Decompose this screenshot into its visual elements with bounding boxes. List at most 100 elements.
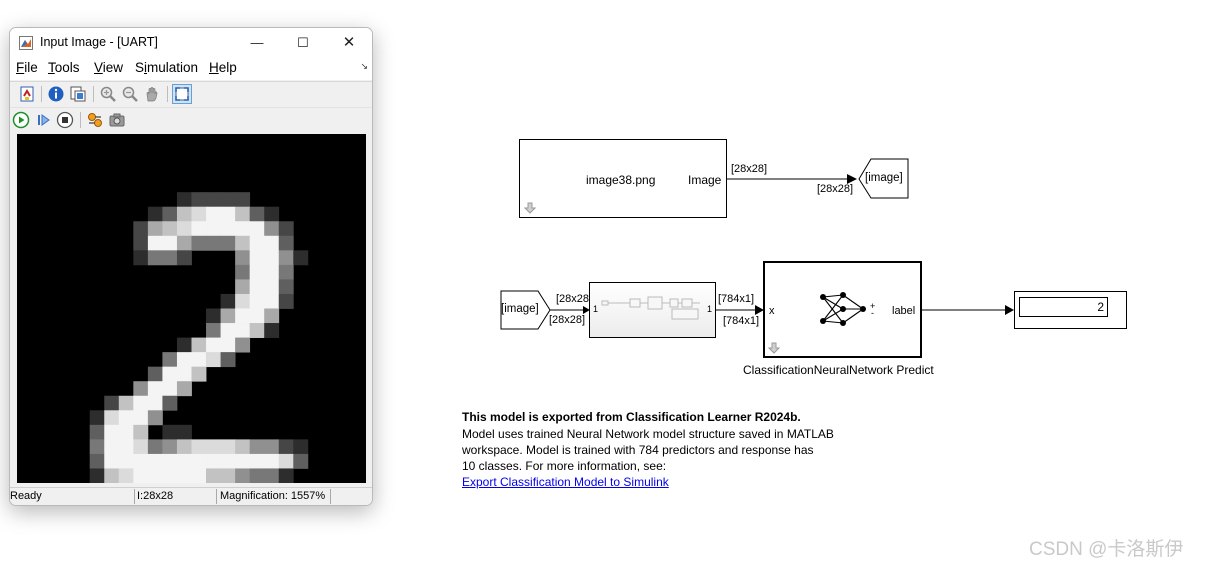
from-tag-label[interactable]: [image] bbox=[501, 303, 539, 315]
digit-pixel bbox=[176, 439, 192, 455]
digit-pixel bbox=[264, 453, 280, 469]
status-magnification: Magnification: 1557% bbox=[220, 490, 326, 502]
classifier-predict-block[interactable]: x label + - bbox=[763, 261, 922, 358]
digit-pixel bbox=[147, 235, 163, 251]
digit-pixel bbox=[147, 206, 163, 222]
digit-pixel bbox=[206, 352, 221, 368]
digit-pixel bbox=[162, 468, 178, 483]
digit-pixel bbox=[162, 221, 178, 237]
digit-pixel bbox=[191, 352, 207, 368]
digit-pixel bbox=[118, 424, 134, 440]
digit-pixel bbox=[278, 235, 294, 251]
signal-selector-icon[interactable] bbox=[86, 111, 104, 129]
digit-pixel bbox=[206, 439, 221, 455]
digit-pixel bbox=[162, 453, 178, 469]
digit-pixel bbox=[278, 468, 294, 483]
parent-model-icon[interactable] bbox=[18, 85, 36, 103]
title-bar[interactable]: Input Image - [UART] — ☐ ✕ bbox=[10, 28, 372, 57]
stop-icon[interactable] bbox=[56, 111, 74, 129]
menu-tools[interactable]: Tools bbox=[48, 60, 80, 75]
maximize-button[interactable]: ☐ bbox=[297, 35, 309, 50]
menu-help[interactable]: Help bbox=[209, 60, 237, 75]
menu-simulation[interactable]: Simulation bbox=[135, 60, 199, 75]
digit-pixel bbox=[176, 235, 192, 251]
menu-view[interactable]: View bbox=[94, 60, 124, 75]
digit-pixel bbox=[235, 337, 251, 353]
digit-pixel bbox=[147, 250, 163, 266]
digit-pixel bbox=[191, 206, 207, 222]
info-icon[interactable] bbox=[47, 85, 65, 103]
digit-pixel bbox=[176, 352, 192, 368]
digit-pixel bbox=[147, 410, 163, 426]
status-separator bbox=[216, 489, 217, 504]
digit-pixel bbox=[249, 279, 265, 295]
zoom-in-icon[interactable] bbox=[99, 85, 117, 103]
digit-pixel bbox=[133, 235, 149, 251]
digit-pixel bbox=[220, 337, 236, 353]
toolbar-separator bbox=[80, 112, 81, 128]
minimize-button[interactable]: — bbox=[250, 35, 264, 50]
digit-pixel bbox=[162, 250, 178, 266]
digit-pixel bbox=[264, 323, 280, 338]
digit-pixel bbox=[162, 381, 178, 397]
digit-pixel bbox=[133, 221, 149, 237]
digit-pixel bbox=[235, 279, 251, 295]
digit-pixel bbox=[147, 395, 163, 411]
signal-dims-reshape-bottom: [784x1] bbox=[723, 315, 760, 327]
digit-pixel bbox=[162, 206, 178, 222]
digit-pixel bbox=[162, 439, 178, 455]
window-title: Input Image - [UART] bbox=[40, 35, 158, 49]
digit-pixel bbox=[191, 192, 207, 208]
digit-pixel bbox=[162, 395, 178, 411]
digit-pixel bbox=[147, 366, 163, 382]
reshape-subsystem-block[interactable]: 1 1 bbox=[589, 282, 716, 338]
classifier-block-name: ClassificationNeuralNetwork Predict bbox=[743, 363, 934, 377]
digit-pixel bbox=[220, 221, 236, 237]
status-separator bbox=[134, 489, 135, 504]
digit-pixel bbox=[235, 264, 251, 280]
display-block[interactable]: 2 bbox=[1014, 291, 1127, 329]
menu-file[interactable]: File bbox=[16, 60, 38, 75]
digit-pixel bbox=[118, 395, 134, 411]
goto-tag-label[interactable]: [image] bbox=[865, 172, 903, 184]
run-icon[interactable] bbox=[12, 111, 30, 129]
digit-pixel bbox=[162, 235, 178, 251]
digit-pixel bbox=[235, 293, 251, 309]
digit-pixel bbox=[176, 366, 192, 382]
pan-hand-icon[interactable] bbox=[143, 85, 161, 103]
digit-pixel bbox=[206, 468, 221, 483]
digit-pixel bbox=[104, 453, 120, 469]
digit-pixel bbox=[235, 308, 251, 324]
digit-pixel bbox=[176, 453, 192, 469]
digit-pixel bbox=[235, 192, 251, 208]
export-docs-link[interactable]: Export Classification Model to Simulink bbox=[462, 475, 669, 489]
digit-pixel bbox=[264, 439, 280, 455]
classifier-output-port-label: label bbox=[892, 305, 916, 317]
step-forward-icon[interactable] bbox=[34, 111, 52, 129]
signal-dims-image-top: [28x28] bbox=[731, 163, 768, 175]
zoom-out-icon[interactable] bbox=[121, 85, 139, 103]
signal-dims-from-top: [28x28 bbox=[556, 293, 590, 305]
digit-pixel bbox=[104, 468, 120, 483]
snapshot-camera-icon[interactable] bbox=[108, 111, 126, 129]
digit-pixel bbox=[249, 308, 265, 324]
fit-to-window-icon[interactable] bbox=[172, 84, 192, 104]
digit-pixel bbox=[133, 468, 149, 483]
image-display-area[interactable] bbox=[17, 134, 366, 483]
digit-pixel bbox=[220, 235, 236, 251]
neural-network-icon bbox=[820, 292, 866, 326]
status-image-size: I:28x28 bbox=[137, 490, 174, 502]
classifier-plus-label: + bbox=[870, 301, 876, 311]
toolbar-separator bbox=[93, 86, 94, 102]
digit-pixel bbox=[293, 250, 309, 266]
close-button[interactable]: ✕ bbox=[342, 34, 356, 51]
digit-pixel bbox=[293, 453, 309, 469]
image-properties-icon[interactable] bbox=[69, 85, 87, 103]
toolbar-overflow-icon[interactable]: ↘ bbox=[360, 61, 368, 71]
image-from-file-block[interactable]: image38.png Image bbox=[519, 139, 727, 218]
digit-pixel bbox=[206, 235, 221, 251]
digit-pixel bbox=[176, 221, 192, 237]
digit-pixel bbox=[278, 439, 294, 455]
digit-pixel bbox=[206, 192, 221, 208]
digit-pixel bbox=[220, 468, 236, 483]
